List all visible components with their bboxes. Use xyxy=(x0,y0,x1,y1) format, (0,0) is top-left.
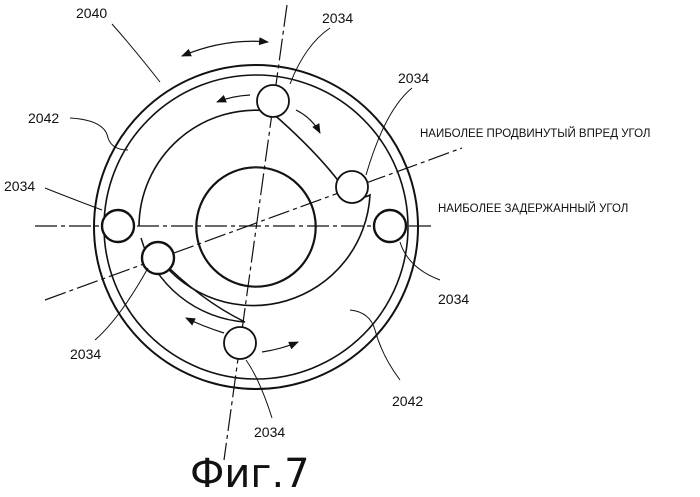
ref-2042-bottom: 2042 xyxy=(392,393,423,409)
ball-top-arrow-left xyxy=(217,95,250,102)
label-most-retarded-angle: НАИБОЛЕЕ ЗАДЕРЖАННЫЙ УГОЛ xyxy=(438,202,628,215)
vertical-axis-line xyxy=(224,5,287,460)
figure-caption: Фиг.7 xyxy=(190,451,310,497)
ball-bottom xyxy=(224,327,256,359)
ball-bottom-arrow-left xyxy=(186,318,224,333)
leader-2042-left xyxy=(70,118,128,150)
ball-left xyxy=(102,210,134,242)
leader-2040 xyxy=(112,24,160,82)
ref-2034-bottom: 2034 xyxy=(254,424,285,440)
leader-2034-top xyxy=(290,28,330,84)
ref-2040: 2040 xyxy=(76,5,107,21)
ball-top xyxy=(257,85,289,117)
ball-bottom-arrow-right xyxy=(262,342,298,352)
ref-2034-right: 2034 xyxy=(438,291,469,307)
label-most-advanced-angle: НАИБОЛЕЕ ПРОДВИНУТЫЙ ВПРЕД УГОЛ xyxy=(420,127,650,140)
ref-2034-left: 2034 xyxy=(4,178,35,194)
ref-2042-left: 2042 xyxy=(28,110,59,126)
cam-groove-profile xyxy=(139,110,370,305)
ref-2034-upper-right: 2034 xyxy=(398,70,429,86)
ref-2034-top: 2034 xyxy=(322,10,353,26)
ref-2034-lower-left: 2034 xyxy=(70,346,101,362)
rotation-arrow-top xyxy=(182,41,268,56)
leader-2034-left xyxy=(45,188,102,210)
ball-upper-right xyxy=(336,171,368,203)
ball-top-arrow-right xyxy=(296,110,320,133)
ball-right xyxy=(374,210,406,242)
